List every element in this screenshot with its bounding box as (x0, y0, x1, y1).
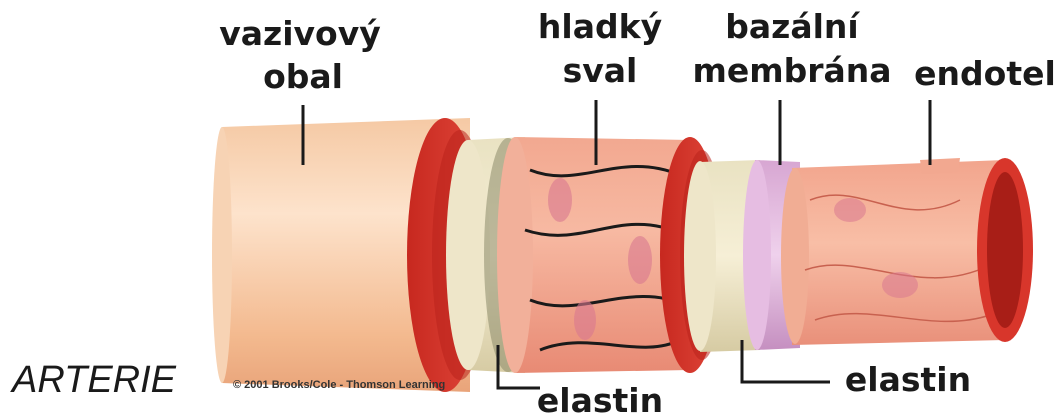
label-vazivovy: vazivový (219, 14, 381, 53)
label-elastin-right: elastin (845, 360, 971, 399)
label-endotel: endotel (914, 54, 1056, 93)
endothelium-layer (781, 158, 1033, 345)
label-hladky: hladký (538, 7, 662, 46)
label-membrana: membrána (692, 51, 891, 90)
copyright-notice: © 2001 Brooks/Cole - Thomson Learning (233, 379, 445, 391)
diagram-title: ARTERIE (10, 359, 177, 401)
label-obal: obal (263, 57, 343, 96)
label-bazalni: bazální (725, 7, 860, 46)
label-sval: sval (563, 51, 638, 90)
label-elastin-left: elastin (537, 381, 663, 419)
